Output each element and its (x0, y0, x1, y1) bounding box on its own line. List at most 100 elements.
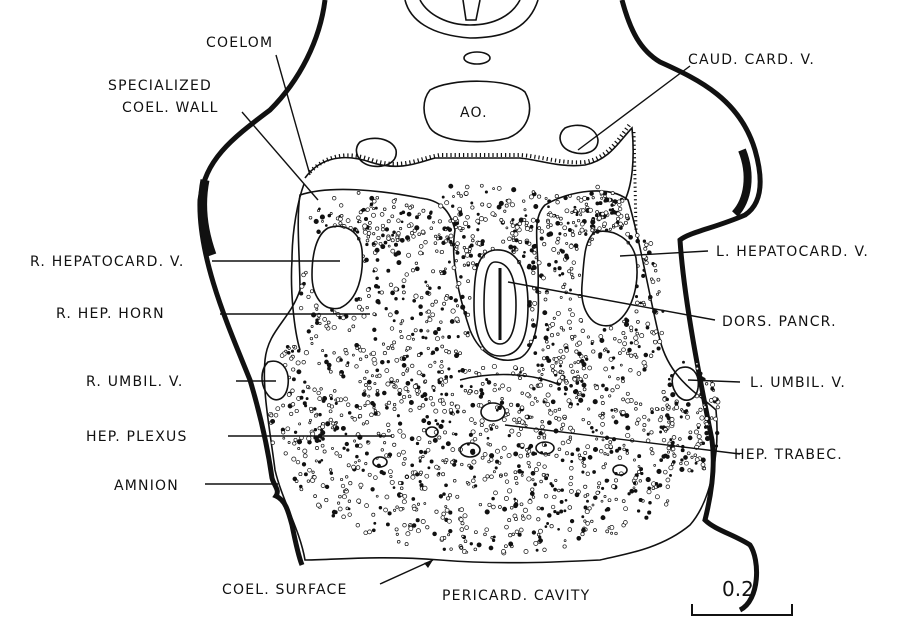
tissue-cell-dot (554, 416, 558, 420)
tissue-cell-dot (636, 371, 642, 376)
tissue-cell-dot (392, 319, 396, 323)
tissue-cell-dot (550, 484, 555, 488)
tissue-cell-dot (372, 327, 377, 332)
tissue-cell-dot (447, 335, 452, 339)
tissue-cell-dot (401, 449, 406, 455)
tissue-cell-dot (434, 464, 439, 470)
tissue-cell-dot (421, 454, 425, 459)
tissue-cell-dot (459, 229, 463, 233)
tissue-cell-dot (648, 353, 654, 358)
tissue-cell-dot (304, 270, 308, 275)
tissue-cell-dot (657, 290, 661, 294)
tissue-cell-dot (414, 225, 420, 231)
tissue-cell-dot (410, 316, 415, 321)
tissue-cell-dot (626, 351, 630, 356)
tissue-cell-dot (666, 446, 671, 451)
tissue-cell-dot (471, 478, 476, 484)
tissue-cell-dot (554, 259, 558, 264)
caudal-cardinal-veins (355, 124, 599, 168)
tissue-cell-dot (380, 448, 384, 452)
tissue-cell-dot (409, 231, 415, 236)
tissue-cell-dot (508, 244, 514, 250)
tissue-cell-dot (639, 301, 643, 305)
tissue-cell-dot (536, 517, 541, 522)
tissue-cell-dot (581, 208, 586, 213)
tissue-cell-dot (356, 498, 362, 504)
tissue-cell-dot (578, 197, 584, 203)
tissue-cell-dot (583, 450, 588, 455)
tissue-cell-dot (385, 381, 391, 387)
tissue-cell-dot (650, 279, 656, 285)
tissue-cell-dot (598, 352, 603, 356)
tissue-cell-dot (425, 447, 431, 453)
tissue-cell-dot (540, 420, 544, 424)
tissue-cell-dot (581, 470, 585, 474)
tissue-cell-dot (498, 505, 502, 509)
tissue-cell-dot (642, 414, 647, 420)
tissue-cell-dot (491, 363, 497, 370)
tissue-cell-dot (478, 502, 483, 507)
tissue-cell-dot (438, 494, 444, 499)
tissue-cell-dot (390, 344, 394, 348)
tissue-cell-dot (389, 474, 393, 479)
tissue-cell-dot (573, 243, 579, 249)
tissue-cell-dot (484, 428, 489, 433)
tissue-cell-dot (357, 459, 361, 463)
tissue-cell-dot (642, 428, 646, 432)
tissue-cell-dot (525, 454, 530, 458)
tissue-cell-dot (371, 357, 377, 363)
tissue-cell-dot (528, 339, 533, 344)
tissue-cell-dot (510, 223, 516, 228)
tissue-cell-dot (534, 256, 538, 260)
tissue-cell-dot (591, 196, 595, 200)
tissue-cell-dot (671, 440, 675, 445)
tissue-cell-dot (301, 389, 306, 394)
tissue-cell-dot (418, 250, 423, 256)
tissue-cell-dot (460, 462, 464, 467)
tissue-cell-dot (586, 421, 591, 425)
tissue-cell-dot (611, 366, 615, 370)
tissue-cell-dot (533, 467, 539, 473)
tissue-cell-dot (444, 200, 450, 206)
tissue-cell-dot (480, 455, 485, 460)
tissue-cell-dot (598, 201, 603, 206)
tissue-cell-dot (520, 474, 524, 477)
tissue-cell-dot (383, 441, 387, 445)
tissue-cell-dot (506, 412, 510, 416)
tissue-cell-dot (291, 367, 296, 372)
tissue-cell-dot (421, 373, 426, 378)
tissue-cell-dot (451, 242, 456, 247)
tissue-cell-dot (660, 407, 665, 411)
tissue-cell-dot (332, 196, 337, 201)
tissue-cell-dot (471, 459, 477, 465)
tissue-cell-dot (473, 547, 478, 552)
tissue-cell-dot (602, 221, 608, 227)
tissue-cell-dot (584, 355, 588, 359)
tissue-cell-dot (507, 236, 512, 242)
tissue-cell-dot (517, 410, 521, 414)
tissue-cell-dot (303, 472, 308, 477)
tissue-cell-dot (647, 510, 652, 515)
tissue-cell-dot (372, 312, 376, 316)
tissue-cell-dot (601, 383, 605, 388)
tissue-cell-dot (642, 302, 647, 307)
tissue-cell-dot (441, 419, 445, 423)
tissue-cell-dot (704, 421, 709, 427)
tissue-cell-dot (659, 458, 664, 462)
tissue-cell-dot (544, 196, 548, 200)
tissue-cell-dot (468, 465, 474, 470)
tissue-cell-dot (356, 215, 361, 221)
tissue-cell-dot (571, 260, 576, 265)
tissue-cell-dot (444, 375, 449, 379)
tissue-cell-dot (322, 449, 327, 454)
tissue-cell-dot (339, 203, 344, 208)
tissue-cell-dot (466, 261, 471, 266)
tissue-cell-dot (462, 513, 468, 519)
tissue-cell-dot (582, 463, 587, 468)
tissue-cell-dot (369, 202, 374, 206)
tissue-cell-dot (542, 433, 547, 438)
tissue-cell-dot (468, 245, 472, 249)
tissue-cell-dot (684, 409, 689, 413)
tissue-cell-dot (327, 403, 331, 408)
tissue-cell-dot (396, 218, 401, 223)
